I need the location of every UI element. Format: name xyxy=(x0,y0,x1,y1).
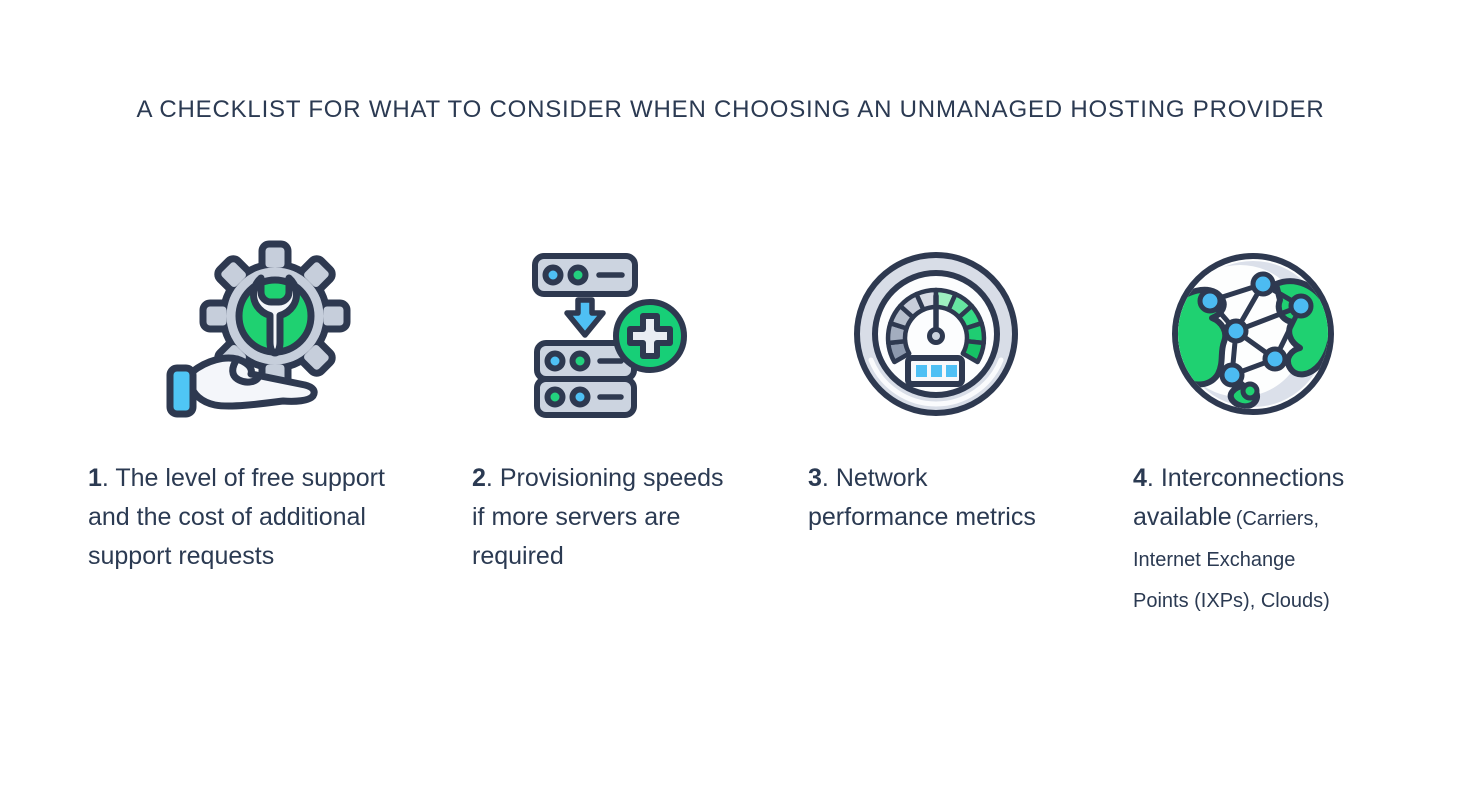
checklist-item-1: 1. The level of free support and the cos… xyxy=(88,228,472,621)
item-note: (Carriers, Internet Exchange Points (IXP… xyxy=(1133,508,1330,612)
checklist-item-text: 2. Provisioning speeds if more servers a… xyxy=(472,464,724,570)
checklist-grid: 1. The level of free support and the cos… xyxy=(0,228,1461,621)
infographic-page: A CHECKLIST FOR WHAT TO CONSIDER WHEN CH… xyxy=(0,96,1461,621)
servers-add-icon xyxy=(532,252,687,418)
item-number: 2 xyxy=(472,464,486,492)
item-label: The level of free support and the cost o… xyxy=(88,464,385,570)
item-number: 4 xyxy=(1133,464,1147,492)
item-number: 3 xyxy=(808,464,822,492)
checklist-item-text: 1. The level of free support and the cos… xyxy=(88,464,385,570)
hand-gear-wrench-icon xyxy=(166,240,351,418)
checklist-item-text: 3. Network performance metrics xyxy=(808,464,1036,531)
page-title: A CHECKLIST FOR WHAT TO CONSIDER WHEN CH… xyxy=(136,96,1325,123)
checklist-item-4: 4. Interconnections available(Carriers, … xyxy=(1133,228,1433,621)
checklist-item-text: 4. Interconnections available(Carriers, … xyxy=(1133,464,1345,612)
item-label: Interconnections available xyxy=(1133,464,1345,531)
globe-network-icon xyxy=(1172,252,1334,415)
checklist-item-2: 2. Provisioning speeds if more servers a… xyxy=(472,228,808,621)
checklist-item-3: 3. Network performance metrics xyxy=(808,228,1133,621)
speedometer-icon xyxy=(853,251,1018,416)
item-number: 1 xyxy=(88,464,102,492)
item-label: Provisioning speeds if more servers are … xyxy=(472,464,724,570)
item-label: Network performance metrics xyxy=(808,464,1036,531)
